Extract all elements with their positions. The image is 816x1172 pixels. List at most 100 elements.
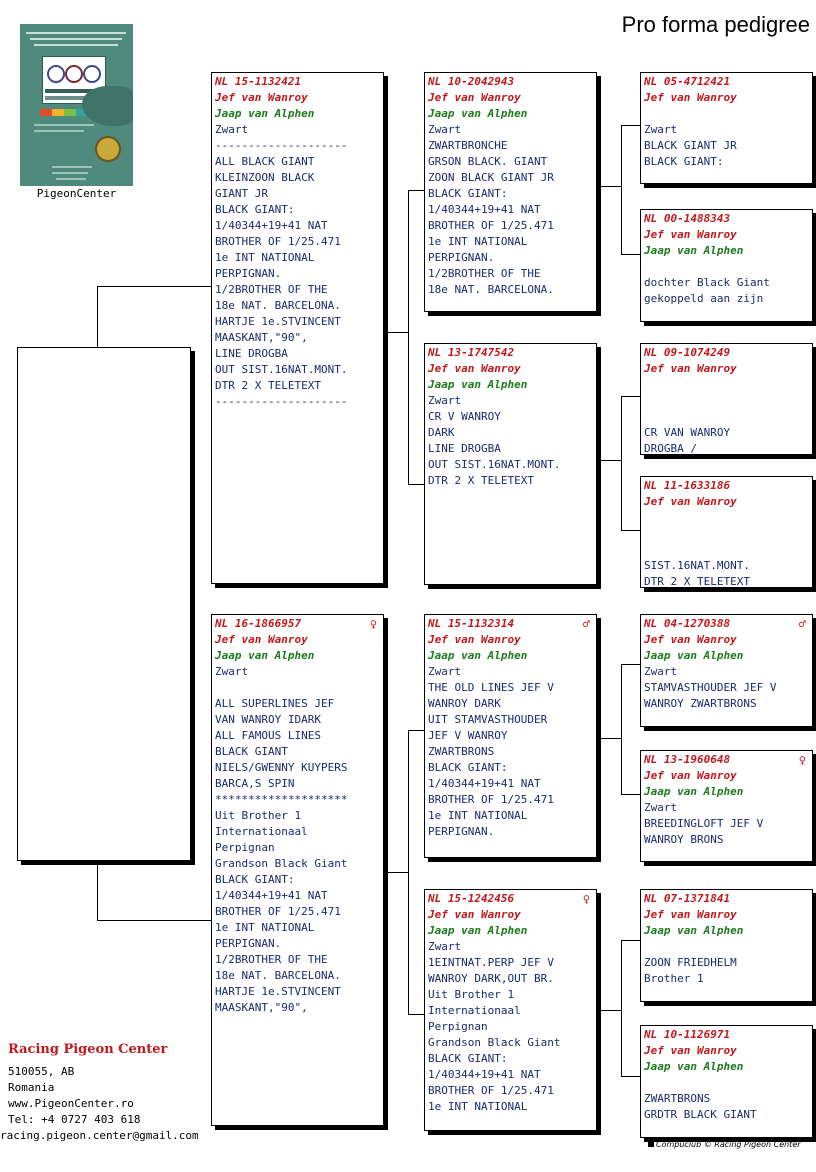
ring-number: NL 11-1633186 — [644, 479, 731, 492]
breeder-name: Jef van Wanroy — [644, 91, 737, 104]
ring-number: NL 10-2042943 — [428, 75, 515, 88]
info-line: Zwart — [428, 123, 462, 136]
info-line: MAASKANT,"90", — [215, 1001, 308, 1014]
breeder-name: Jef van Wanroy — [644, 1044, 737, 1057]
male-icon: ♂ — [798, 617, 806, 631]
ring-number: NL 15-1242456 — [428, 892, 515, 905]
info-line: BLACK GIANT JR — [644, 139, 737, 152]
info-line: MAASKANT,"90", — [215, 331, 308, 344]
info-line: BLACK GIANT — [215, 745, 288, 758]
breeder-name: Jef van Wanroy — [215, 91, 308, 104]
info-line: STAMVASTHOUDER JEF V — [644, 681, 777, 694]
ring-number: NL 16-1866957 — [215, 617, 302, 630]
spacer — [644, 377, 809, 393]
page-title: Pro forma pedigree — [621, 12, 810, 37]
info-line: BLACK GIANT: — [428, 1052, 508, 1065]
info-line: CR VAN WANROY — [644, 426, 731, 439]
info-line — [644, 542, 809, 558]
breeder-name: Jef van Wanroy — [644, 362, 737, 375]
info-line: 1/2BROTHER OF THE — [215, 953, 328, 966]
info-line: DTR 2 X TELETEXT — [428, 474, 534, 487]
info-line: BARCA,S SPIN — [215, 777, 295, 790]
footer-line[interactable]: www.PigeonCenter.ro — [8, 1097, 134, 1110]
ring-number: NL 10-1126971 — [644, 1028, 731, 1041]
info-line: PERPIGNAN. — [428, 825, 495, 838]
female-icon: ♀ — [369, 617, 377, 631]
info-line: PERPIGNAN. — [215, 267, 282, 280]
pigeon-center-logo — [20, 24, 133, 186]
info-line — [215, 680, 380, 696]
info-line: 1/2BROTHER OF THE — [215, 283, 328, 296]
info-line: Internationaal — [215, 825, 308, 838]
ring-number: NL 13-1747542 — [428, 346, 515, 359]
footer-email[interactable]: racing.pigeon.center@gmail.com — [0, 1129, 199, 1142]
info-line: ZOON FRIEDHELM — [644, 956, 737, 969]
breeder-name: Jef van Wanroy — [644, 495, 737, 508]
ring-number: NL 07-1371841 — [644, 892, 731, 905]
info-line: OUT SIST.16NAT.MONT. — [215, 363, 348, 376]
info-line: ALL FAMOUS LINES — [215, 729, 321, 742]
info-line: WANROY DARK — [428, 697, 501, 710]
info-line — [644, 409, 809, 425]
info-line: BLACK GIANT: — [215, 873, 295, 886]
info-line: BROTHER OF 1/25.471 — [428, 793, 554, 806]
breeder-name: Jef van Wanroy — [428, 908, 521, 921]
ring-number: NL 13-1960648 — [644, 753, 731, 766]
info-line: Zwart — [428, 394, 462, 407]
info-line: SIST.16NAT.MONT. — [644, 559, 750, 572]
info-line: PERPIGNAN. — [428, 251, 495, 264]
info-line: HARTJE 1e.STVINCENT — [215, 985, 341, 998]
subject-pigeon-box[interactable] — [17, 347, 191, 861]
ring-number: NL 09-1074249 — [644, 346, 731, 359]
info-line: BROTHER OF 1/25.471 — [428, 1084, 554, 1097]
info-line: 18e NAT. BARCELONA. — [215, 969, 341, 982]
footer-line: 510055, AB — [8, 1065, 75, 1078]
info-line: gekoppeld aan zijn — [644, 292, 764, 305]
info-line: 18e NAT. BARCELONA. — [428, 283, 554, 296]
info-line: UIT STAMVASTHOUDER — [428, 713, 548, 726]
owner-name: Jaap van Alphen — [215, 649, 315, 662]
info-line: ******************** — [215, 793, 348, 806]
info-line: ZWARTBRONS — [428, 745, 495, 758]
info-line: -------------------- — [215, 139, 348, 152]
info-line: Perpignan — [428, 1020, 488, 1033]
info-line: WANROY BRONS — [644, 833, 724, 846]
info-line: BROTHER OF 1/25.471 — [428, 219, 554, 232]
owner-name: Jaap van Alphen — [215, 107, 315, 120]
info-line: ZWARTBRONCHE — [428, 139, 508, 152]
info-line: BROTHER OF 1/25.471 — [215, 905, 341, 918]
owner-name: Jaap van Alphen — [428, 107, 528, 120]
info-line: -------------------- — [215, 395, 348, 408]
female-icon: ♀ — [582, 892, 590, 906]
info-line: Zwart — [215, 123, 249, 136]
footer-contact: Racing Pigeon Center 510055, AB Romania … — [0, 1042, 199, 1144]
female-icon: ♀ — [798, 753, 806, 767]
breeder-name: Jef van Wanroy — [644, 228, 737, 241]
ring-number: NL 15-1132421 — [215, 75, 302, 88]
info-line: VAN WANROY IDARK — [215, 713, 321, 726]
breeder-name: Jef van Wanroy — [644, 633, 737, 646]
spacer — [644, 106, 809, 122]
owner-name: Jaap van Alphen — [644, 1060, 744, 1073]
info-line: 1e INT NATIONAL — [215, 251, 315, 264]
info-line: 1/2BROTHER OF THE — [428, 267, 541, 280]
info-line: 1e INT NATIONAL — [428, 235, 528, 248]
logo-caption: PigeonCenter — [36, 187, 117, 200]
info-line: Brother 1 — [644, 972, 704, 985]
info-line: HARTJE 1e.STVINCENT — [215, 315, 341, 328]
breeder-name: Jef van Wanroy — [215, 633, 308, 646]
